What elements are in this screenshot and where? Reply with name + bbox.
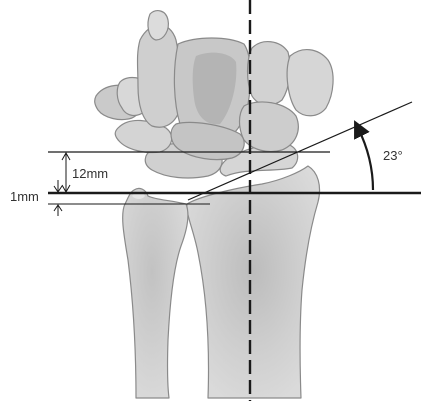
angle-arc [358,128,373,190]
trapezoid-bone [248,42,291,105]
height-measurement-label: 12mm [72,166,108,181]
ulna-bone [123,188,188,398]
scaphoid-waist [240,102,299,152]
gap-measurement-label: 1mm [10,189,39,204]
angle-measurement-label: 23° [383,148,403,163]
radius-bone [187,166,320,398]
trapezium-bone [287,50,333,116]
